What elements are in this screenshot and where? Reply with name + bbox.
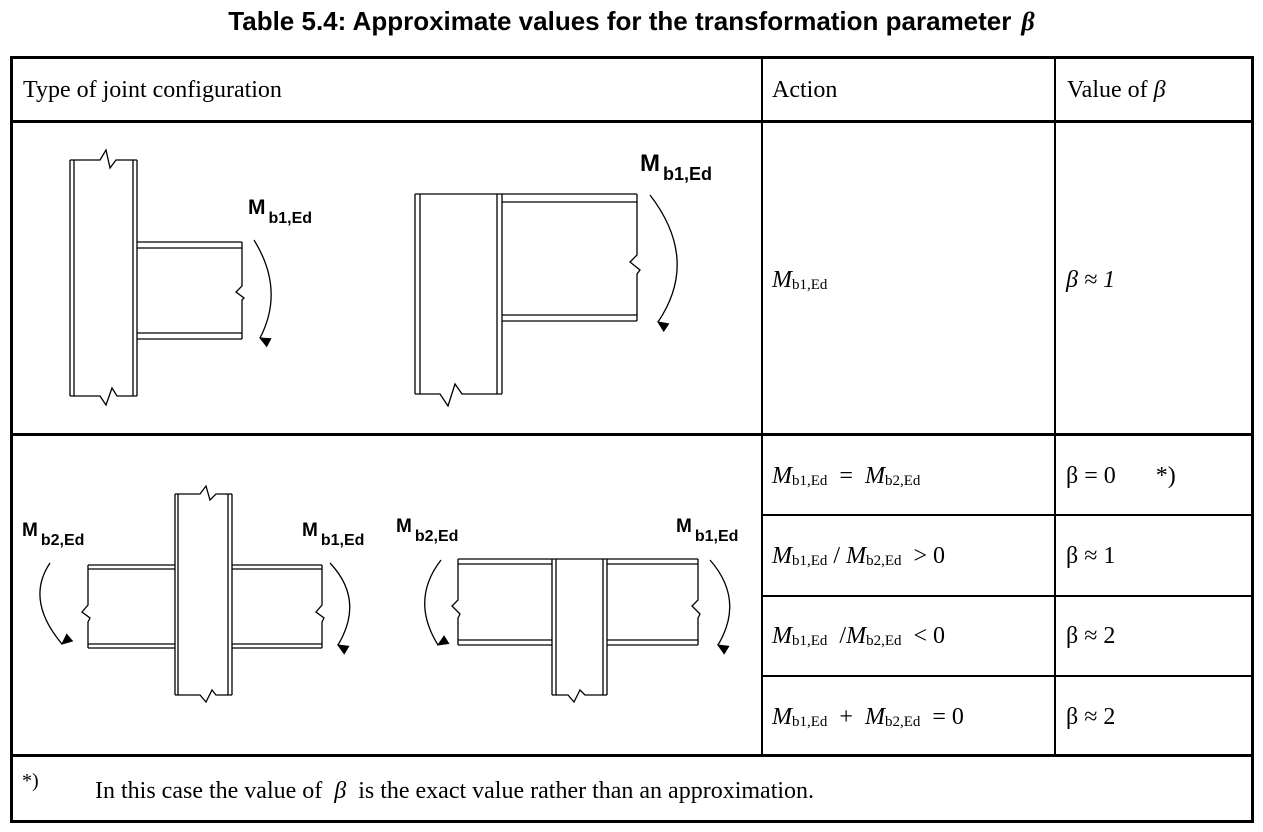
header-joint-configuration: Type of joint configuration xyxy=(23,76,282,103)
title-text: Table 5.4: Approximate values for the tr… xyxy=(228,6,1012,36)
header-beta: β xyxy=(1153,76,1166,103)
divider xyxy=(761,56,763,756)
joint-diagrams xyxy=(39,148,731,704)
table-title: Table 5.4: Approximate values for the tr… xyxy=(0,6,1263,37)
footnote-mark: *) xyxy=(22,770,39,792)
header-value: Value of β xyxy=(1067,60,1166,120)
divider xyxy=(762,675,1254,677)
value-cell: β ≈ 2 xyxy=(1066,703,1116,730)
diagram-one-sided-column xyxy=(69,148,272,407)
value-cell: β ≈ 2 xyxy=(1066,622,1116,649)
value-cell: β ≈ 1 xyxy=(1066,542,1116,569)
diagram-double-sided-column xyxy=(39,484,351,704)
divider xyxy=(10,754,1254,757)
header-value-text: Value of xyxy=(1067,76,1148,103)
header-action: Action xyxy=(772,76,838,103)
value-cell: β = 0*) xyxy=(1066,462,1176,489)
diagram-double-sided-short-column xyxy=(424,558,731,704)
footnote-text: In this case the value of β is the exact… xyxy=(95,777,815,804)
divider xyxy=(762,514,1254,516)
divider xyxy=(1054,56,1056,756)
divider xyxy=(10,433,1254,436)
table xyxy=(10,56,1254,823)
diagram-one-sided-corner xyxy=(414,193,678,408)
value-cell: β ≈ 1 xyxy=(1066,266,1116,293)
divider xyxy=(10,120,1254,123)
divider xyxy=(762,595,1254,597)
title-symbol: β xyxy=(1021,7,1035,36)
